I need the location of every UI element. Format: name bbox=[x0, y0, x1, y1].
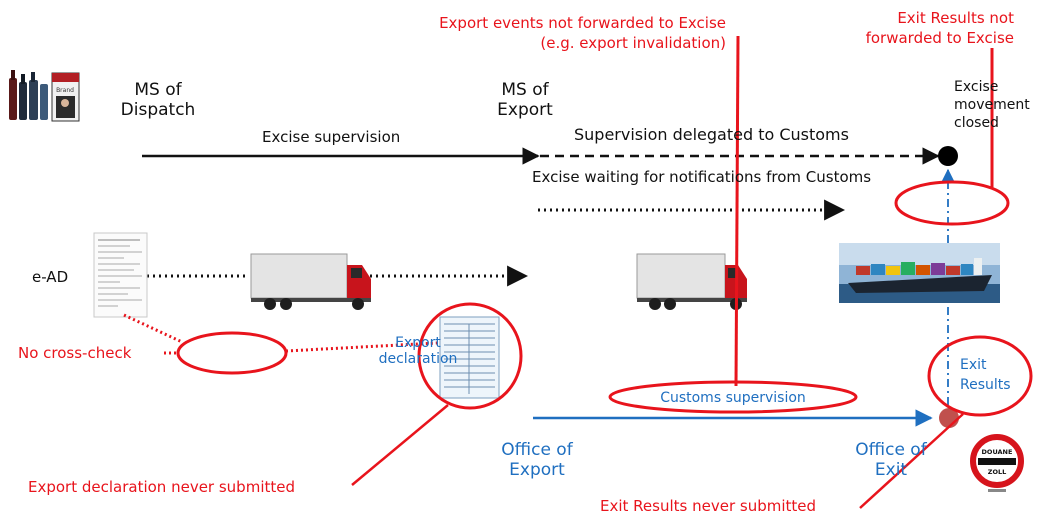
customs-supervision-ellipse bbox=[608, 380, 858, 414]
export-declaration-form-icon bbox=[439, 316, 500, 399]
ead-label: e-AD bbox=[32, 268, 69, 286]
douane-stop-sign-icon: DOUANE ZOLL bbox=[970, 434, 1024, 492]
product-box-icon: Brand bbox=[51, 72, 80, 122]
no-cross-check-label: No cross-check bbox=[18, 344, 132, 362]
customs-supervision-label: Customs supervision bbox=[660, 390, 806, 406]
ms-of-export-label: MS of Export bbox=[497, 80, 553, 120]
ead-document-icon bbox=[93, 232, 148, 318]
excise-closed-dot bbox=[938, 146, 958, 166]
cross-check-link-ead bbox=[123, 313, 183, 344]
exit-results-never-submitted-label: Exit Results never submitted bbox=[600, 497, 817, 515]
exit-results-label: Exit Results bbox=[960, 357, 1011, 393]
exit-results-not-forwarded-label: Exit Results not forwarded to Excise bbox=[865, 9, 1014, 47]
supervision-delegated-label: Supervision delegated to Customs bbox=[574, 125, 849, 144]
export-declaration-never-submitted-label: Export declaration never submitted bbox=[28, 478, 295, 496]
exit-results-never-line bbox=[859, 413, 964, 509]
product-box-label: Brand bbox=[56, 87, 74, 94]
douane-sign-text: DOUANE bbox=[982, 448, 1013, 456]
no-cross-check-ellipse bbox=[176, 331, 288, 375]
exit-not-forwarded-ellipse bbox=[894, 180, 1010, 226]
exit-results-ellipse bbox=[927, 335, 1033, 417]
export-declaration-ellipse bbox=[417, 302, 523, 410]
export-events-line bbox=[734, 35, 740, 387]
export-declaration-never-line bbox=[351, 404, 449, 486]
office-of-exit-label: Office of Exit bbox=[855, 440, 927, 480]
zoll-sign-text: ZOLL bbox=[988, 468, 1007, 476]
cross-check-link-declaration bbox=[285, 341, 438, 353]
wine-bottles-icon bbox=[9, 70, 48, 120]
ms-of-dispatch-label: MS of Dispatch bbox=[120, 80, 196, 120]
export-events-not-forwarded-label: Export events not forwarded to Excise (e… bbox=[439, 14, 726, 52]
truck-icon-1 bbox=[250, 253, 371, 310]
container-ship-icon bbox=[839, 243, 1000, 303]
excise-movement-closed-label: Excise movement closed bbox=[954, 79, 1030, 132]
export-declaration-label: Export declaration bbox=[378, 335, 458, 368]
truck-icon-2 bbox=[636, 253, 747, 310]
excise-waiting-label: Excise waiting for notifications from Cu… bbox=[532, 168, 872, 186]
office-of-export-label: Office of Export bbox=[501, 440, 573, 480]
excise-supervision-label: Excise supervision bbox=[262, 128, 401, 146]
